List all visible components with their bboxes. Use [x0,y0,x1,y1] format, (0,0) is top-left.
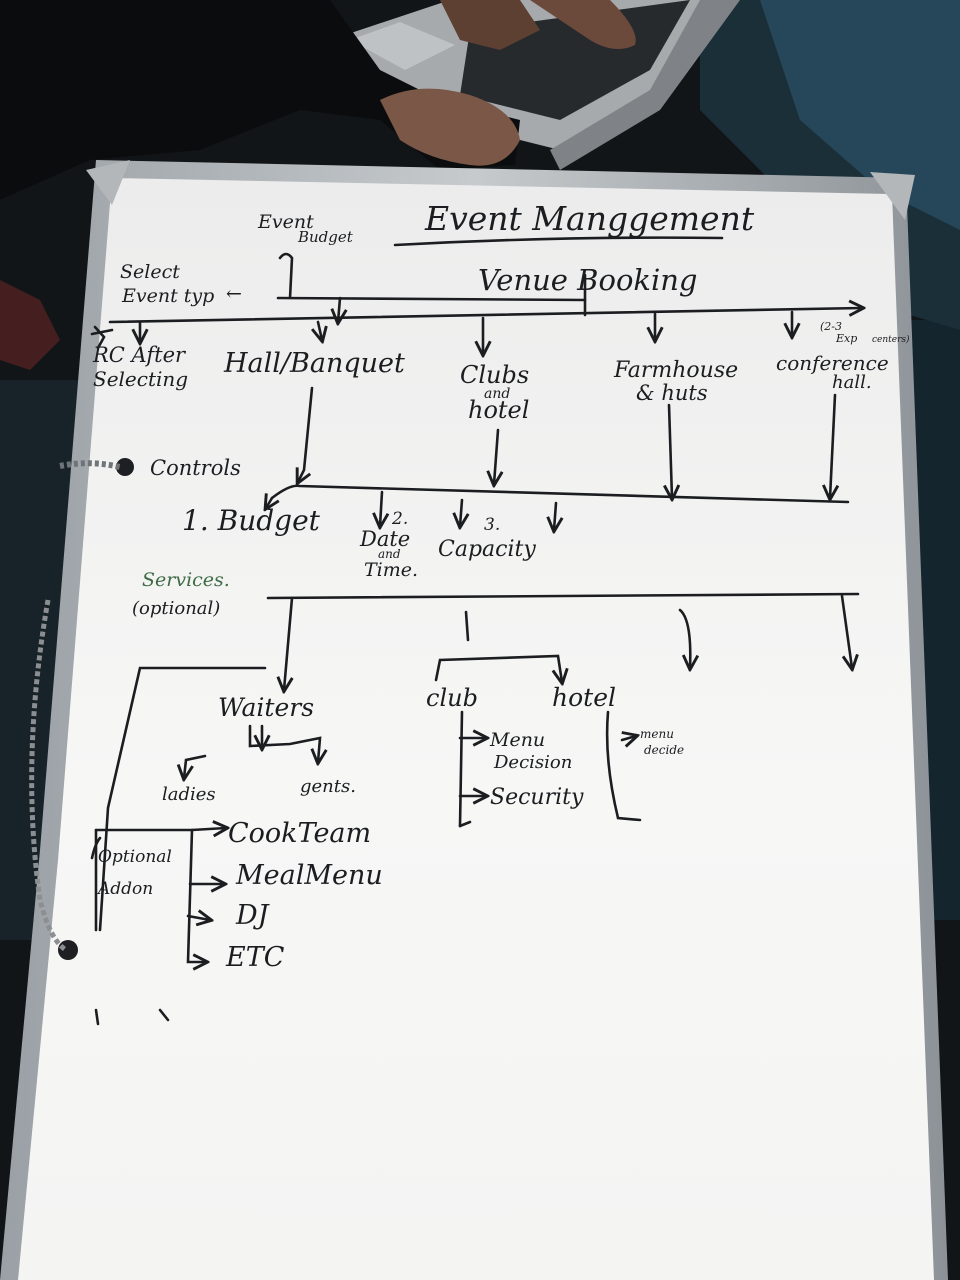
select-event-arrow: ← [226,283,242,305]
event-budget-line2: Budget [297,228,354,246]
filter-budget: 1. Budget [182,504,321,537]
waiters-ladies: ladies [162,784,216,805]
services-line2: (optional) [132,598,220,619]
filter-date-line1: Date [359,527,410,551]
venue-farmhouse-line2: & huts [636,381,708,405]
venue-conference-line1: conference [776,351,889,375]
select-event-line2: Event typ [121,285,214,307]
filter-date-line3: Time. [364,559,418,581]
diagram-lines [90,236,862,1026]
venue-rc-line1: RC After [92,343,187,367]
waiters-gents: gents. [300,776,356,797]
club-menu: Menu [489,729,545,751]
addon-label: Addon [96,879,153,899]
club-decision: Decision [493,752,572,773]
hotel-menu: menu [640,727,674,741]
club-security: Security [490,785,584,810]
filter-capacity: Capacity [438,537,536,562]
venue-clubs-line3: hotel [468,396,529,424]
controls-label: Controls [150,456,241,480]
services-line1: Services. [142,569,230,591]
venue-farmhouse-line1: Farmhouse [613,358,738,383]
venue-hall: Hall/Banquet [223,348,405,379]
addon-dj: DJ [235,900,271,931]
exp-note-line3: centers) [872,334,910,345]
filter-capacity-number: 3. [484,515,500,535]
diagram-text: Event Manggement Venue Booking Event Bud… [92,199,910,973]
exp-note-line2: Exp [835,332,857,345]
venue-clubs-line2: and [484,386,510,402]
filter-date-number: 2. [391,509,408,529]
select-event-line1: Select [120,261,180,283]
venue-rc-line2: Selecting [93,367,188,391]
addon-cook-team: CookTeam [228,818,371,849]
exp-note-line1: (2-3 [820,320,842,333]
hands [0,0,636,200]
addon-etc: ETC [225,942,285,973]
filter-date-line2: and [378,547,401,561]
venue-clubs-line1: Clubs [460,361,529,389]
hotel-label: hotel [552,683,616,712]
venue-booking-heading: Venue Booking [478,263,698,297]
title: Event Manggement [424,199,755,238]
hotel-decide: decide [644,743,684,757]
whiteboard [0,160,948,1280]
optional-label: Optional [98,847,172,867]
club-label: club [426,684,478,712]
venue-conference-line2: hall. [832,372,872,393]
event-budget-line1: Event [257,211,314,233]
addon-meal-menu: MealMenu [235,860,383,891]
waiters-label: Waiters [218,693,314,722]
